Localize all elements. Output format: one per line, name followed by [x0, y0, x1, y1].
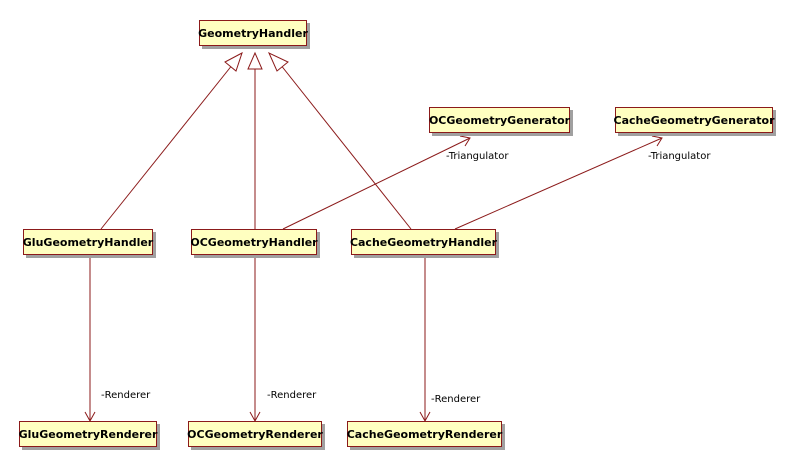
class-oc-geometry-generator[interactable]: OCGeometryGenerator: [429, 107, 570, 133]
class-cache-geometry-renderer[interactable]: CacheGeometryRenderer: [347, 421, 502, 447]
generalization-line-cache: [279, 63, 412, 230]
role-label-cache-triangulator: -Triangulator: [648, 151, 711, 162]
generalization-arrowhead-oc: [247, 51, 263, 70]
role-label-oc-triangulator: -Triangulator: [446, 151, 509, 162]
role-label-oc-renderer: -Renderer: [267, 390, 317, 401]
association-line-cache-triangulator: [454, 137, 663, 230]
generalization-line-glu: [100, 63, 234, 230]
class-cache-geometry-generator[interactable]: CacheGeometryGenerator: [614, 107, 775, 133]
class-oc-geometry-handler[interactable]: OCGeometryHandler: [190, 229, 318, 255]
generalization-arrowhead-cache: [267, 51, 289, 72]
association-line-oc-triangulator: [282, 137, 471, 230]
class-geometry-handler[interactable]: GeometryHandler: [198, 20, 308, 46]
class-glu-geometry-renderer[interactable]: GluGeometryRenderer: [19, 421, 157, 447]
role-label-cache-renderer: -Renderer: [431, 394, 481, 405]
generalization-arrowhead-glu: [224, 51, 243, 72]
association-arrow-cache-triangulator: [651, 135, 663, 147]
class-cache-geometry-handler[interactable]: CacheGeometryHandler: [350, 229, 497, 255]
class-glu-geometry-handler[interactable]: GluGeometryHandler: [23, 229, 153, 255]
association-arrow-oc-triangulator: [459, 135, 471, 147]
role-label-glu-renderer: -Renderer: [101, 390, 151, 401]
class-oc-geometry-renderer[interactable]: OCGeometryRenderer: [187, 421, 323, 447]
